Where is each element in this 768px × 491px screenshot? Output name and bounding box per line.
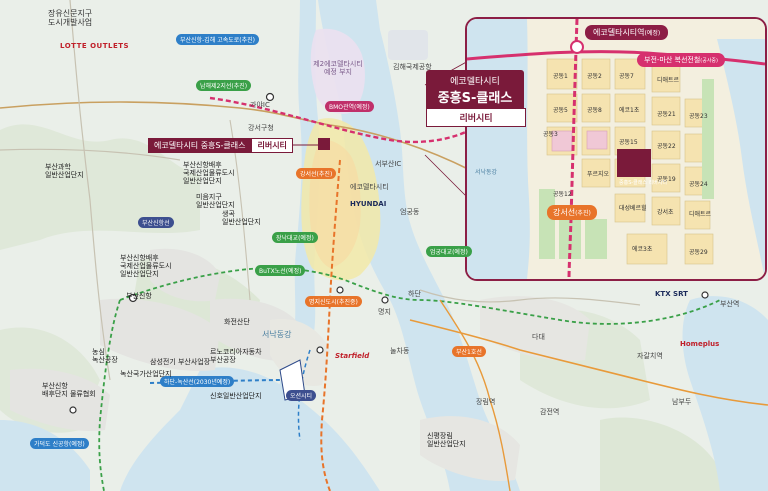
- lot-label: 공동19: [657, 176, 676, 183]
- road-tag: 엄궁대교(예정): [426, 246, 472, 257]
- place-label: 엄궁동: [400, 208, 420, 216]
- place-label: 장림역: [476, 398, 496, 406]
- road-tag: 명지신도시(추진중): [305, 296, 362, 307]
- station-name: 에코델타시티역: [593, 28, 645, 37]
- lot-label: 공동1: [553, 73, 568, 80]
- place-label: 부산과학 일반산업단지: [45, 163, 84, 180]
- left-callout-tag: 리버시티: [251, 138, 293, 153]
- lot-label: 공동2: [587, 73, 602, 80]
- road-tag: 강서선(추진): [296, 168, 337, 179]
- lot-label: 공동12: [553, 191, 572, 198]
- lot-label: 대성베르힐: [619, 205, 647, 212]
- road-tag: 하단-녹산선(2030년예정): [160, 376, 235, 387]
- road-tag: BMO관역(예정): [325, 101, 374, 112]
- gangseo-line-note: (추진): [575, 210, 591, 217]
- place-label: 강서구청: [248, 124, 274, 132]
- road-tag: BuTX노선(예정): [255, 265, 306, 276]
- lot-label: 디애트르: [689, 211, 712, 218]
- lot-label: 공동15: [619, 139, 638, 146]
- lot-label: 공동22: [657, 143, 676, 150]
- place-label: 녹산국가산업단지: [120, 370, 172, 378]
- lot-label: 공동24: [689, 181, 708, 188]
- lot-label: 공동7: [619, 73, 634, 80]
- station-note: (예정): [644, 30, 661, 37]
- station-label: 에코델타시티역(예정): [585, 25, 669, 40]
- line-note: (공사중): [700, 58, 718, 64]
- place-label: 자갈치역: [637, 352, 663, 360]
- lot-label: 디애트르: [657, 77, 680, 84]
- place-label: 화전산단: [224, 318, 250, 326]
- place-label: 다대: [532, 333, 545, 341]
- place-label: 감전역: [540, 408, 560, 416]
- gangseo-line-label: 강서선(추진): [547, 205, 597, 220]
- place-label: 신평장림 일반산업단지: [427, 432, 466, 449]
- left-callout: 에코델타시티 중흥S-클래스 리버시티: [148, 138, 293, 153]
- place-label: 하단: [408, 290, 421, 298]
- road-tag: 부산신항선: [138, 217, 174, 228]
- place-label: 부산신항 배후단지 물류협회: [42, 382, 96, 399]
- place-label: 서부산IC: [375, 160, 402, 168]
- line-label: 부전-마산 복선전철(공사중): [637, 53, 725, 67]
- place-label: 명지: [378, 308, 391, 316]
- lot-label: 공동29: [689, 249, 708, 256]
- lot-label: 공동23: [689, 113, 708, 120]
- place-label: 부산신항배후 국제산업물류도시 일반산업단지: [120, 254, 172, 279]
- gangseo-line-name: 강서선: [553, 208, 576, 217]
- place-label: 미음지구 일반산업단지: [196, 193, 235, 210]
- line-name: 부전-마산 복선전철: [644, 56, 701, 64]
- road-tag: 오션시티: [286, 390, 317, 401]
- place-label: 부산신항: [126, 292, 152, 300]
- place-label: 제2에코델타시티 예정 부지: [313, 60, 363, 77]
- place-label: 장유신문지구 도시개발사업: [48, 9, 93, 28]
- callout-line3: 리버시티: [426, 108, 526, 127]
- place-label: 김해국제공항: [393, 63, 432, 71]
- place-label: 삼성전기 부산사업장: [150, 358, 211, 366]
- lot-label: 공동5: [553, 107, 568, 114]
- lot-label: 푸르지오: [587, 171, 610, 178]
- place-label: 르노코리아자동차 부산공장: [210, 348, 262, 365]
- lot-label: 공동3: [543, 131, 558, 138]
- lot-label: 공동21: [657, 111, 676, 118]
- place-label: 가야IC: [250, 101, 270, 109]
- place-label: 농심 녹산공장: [92, 348, 118, 365]
- lot-label: 강서초: [657, 209, 674, 216]
- road-tag: 부산신항-김해 고속도로(추진): [176, 34, 259, 45]
- callout-line2: 중흥S-클래스: [437, 91, 513, 106]
- place-label: 신호일반산업단지: [210, 392, 262, 400]
- inset-map: 에코델타시티역(예정) 부전-마산 복선전철(공사중) 강서선(추진) 서낙동강…: [465, 17, 767, 281]
- place-label: 부산역: [720, 300, 740, 308]
- lotte-logo: LOTTE OUTLETS: [60, 42, 130, 50]
- place-label: 눌차동: [390, 347, 410, 355]
- place-label: 생곡 일반산업단지: [222, 210, 261, 227]
- road-tag: 부산1호선: [452, 346, 486, 357]
- place-label: 에코델타시티: [350, 183, 389, 191]
- lot-label: 에코1초: [619, 107, 640, 114]
- left-callout-name: 에코델타시티 중흥S-클래스: [148, 138, 252, 153]
- place-label: 부산신항배후 국제산업물류도시 일반산업단지: [183, 161, 235, 186]
- homeplus-logo: Homeplus: [680, 340, 720, 348]
- lot-label: 공동8: [587, 107, 602, 114]
- road-tag: 장낙대교(예정): [272, 232, 318, 243]
- inset-river-label: 서낙동강: [475, 169, 498, 176]
- main-callout: 에코델타시티 중흥S-클래스 리버시티: [426, 70, 526, 127]
- lot-label: 에코3초: [632, 246, 653, 253]
- hyundai-logo: HYUNDAI: [350, 200, 387, 208]
- place-label: 서낙동강: [262, 330, 292, 339]
- place-label: 남부두: [672, 398, 692, 406]
- site-label: 중흥S-클래스 리버시티: [619, 180, 667, 186]
- road-tag: 가덕도 신공항(예정): [30, 438, 89, 449]
- road-tag: 남해제2지선(추진): [196, 80, 252, 91]
- callout-line1: 에코델타시티: [450, 77, 500, 87]
- starfield-logo: Starfield: [335, 352, 370, 360]
- ktx-logo: KTX SRT: [655, 290, 688, 298]
